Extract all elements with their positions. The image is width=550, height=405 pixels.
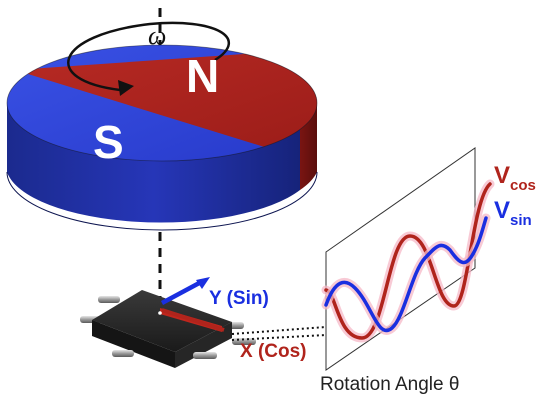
chip-pin [112,350,134,357]
rotation-angle-caption: Rotation Angle θ [320,374,459,395]
rotation-arrow [67,21,230,92]
y-axis-arrow [160,279,205,305]
magnet-top-outline [6,44,318,162]
x-axis-label: X (Cos) [240,341,307,362]
y-axis-arrowhead-icon [196,277,210,289]
connector-dotted-top [231,326,327,335]
y-axis-label: Y (Sin) [209,288,269,309]
chip-pin [193,352,217,359]
vsin-label: Vsin [494,197,532,229]
signal-plot-plane [325,147,476,371]
north-pole-label: N [186,50,219,102]
magnet-top-face [7,45,317,161]
x-axis-arrow [161,308,225,332]
south-pole-label: S [93,116,124,168]
vcos-label: Vcos [494,162,536,194]
rotation-arrowhead-icon [118,80,134,96]
chip-pin [98,296,120,303]
rotation-symbol: ω [148,21,166,50]
connector-dotted-bottom [231,334,327,341]
